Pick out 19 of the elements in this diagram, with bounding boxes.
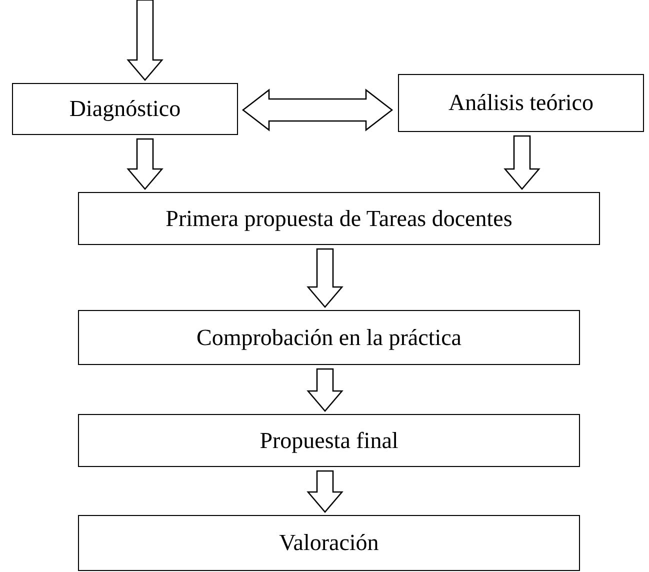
box-label: Valoración	[279, 530, 379, 556]
box-label: Análisis teórico	[448, 90, 594, 116]
process-box	[78, 310, 580, 365]
block-arrow	[242, 88, 394, 132]
box-label: Primera propuesta de Tareas docentes	[166, 206, 512, 232]
process-box	[78, 515, 580, 571]
block-arrow	[504, 135, 540, 190]
process-box	[12, 83, 238, 135]
block-arrow	[306, 248, 344, 308]
process-box	[78, 192, 600, 245]
block-arrow	[306, 368, 344, 412]
block-arrow	[306, 470, 344, 513]
block-arrow	[126, 138, 164, 190]
process-box	[398, 74, 644, 132]
process-box	[78, 414, 580, 467]
box-label: Propuesta final	[260, 428, 398, 454]
block-arrow	[126, 0, 164, 81]
box-label: Diagnóstico	[69, 96, 181, 122]
box-label: Comprobación en la práctica	[196, 324, 462, 350]
